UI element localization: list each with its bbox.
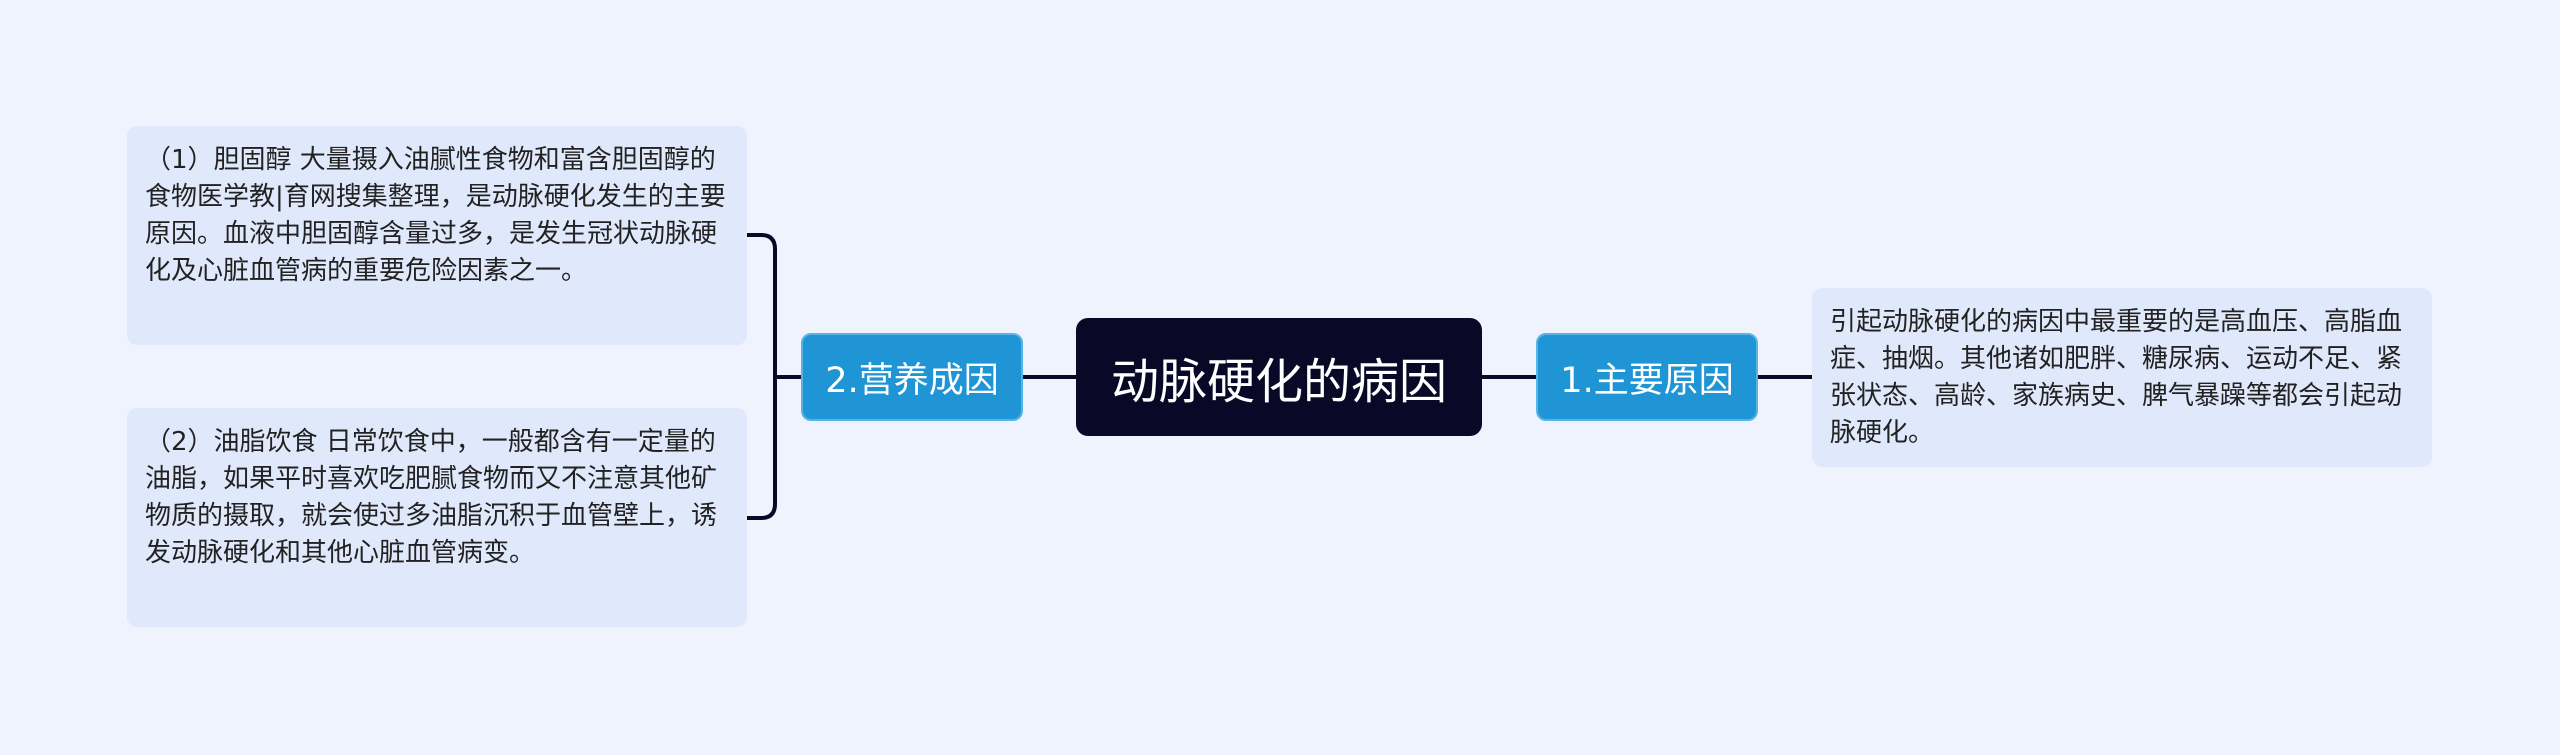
leaf-fat-diet[interactable]: （2）油脂饮食 日常饮食中，一般都含有一定量的油脂，如果平时喜欢吃肥腻食物而又不…	[127, 408, 747, 627]
connector-branch-2-bracket	[747, 233, 777, 520]
central-topic[interactable]: 动脉硬化的病因	[1076, 318, 1482, 436]
central-topic-label: 动脉硬化的病因	[1110, 354, 1447, 410]
branch-nutritional-causes[interactable]: 2.营养成因	[801, 333, 1023, 421]
branch-nutritional-causes-label: 2.营养成因	[825, 360, 999, 401]
leaf-cholesterol[interactable]: （1）胆固醇 大量摄入油腻性食物和富含胆固醇的食物医学教|育网搜集整理，是动脉硬…	[127, 126, 747, 345]
leaf-fat-diet-text: （2）油脂饮食 日常饮食中，一般都含有一定量的油脂，如果平时喜欢吃肥腻食物而又不…	[145, 427, 718, 568]
branch-main-causes[interactable]: 1.主要原因	[1536, 333, 1758, 421]
leaf-main-causes-text: 引起动脉硬化的病因中最重要的是高血压、高脂血症、抽烟。其他诸如肥胖、糖尿病、运动…	[1830, 307, 2403, 448]
leaf-cholesterol-text: （1）胆固醇 大量摄入油腻性食物和富含胆固醇的食物医学教|育网搜集整理，是动脉硬…	[145, 145, 726, 286]
branch-main-causes-label: 1.主要原因	[1560, 360, 1734, 401]
leaf-main-causes-detail[interactable]: 引起动脉硬化的病因中最重要的是高血压、高脂血症、抽烟。其他诸如肥胖、糖尿病、运动…	[1812, 288, 2432, 467]
